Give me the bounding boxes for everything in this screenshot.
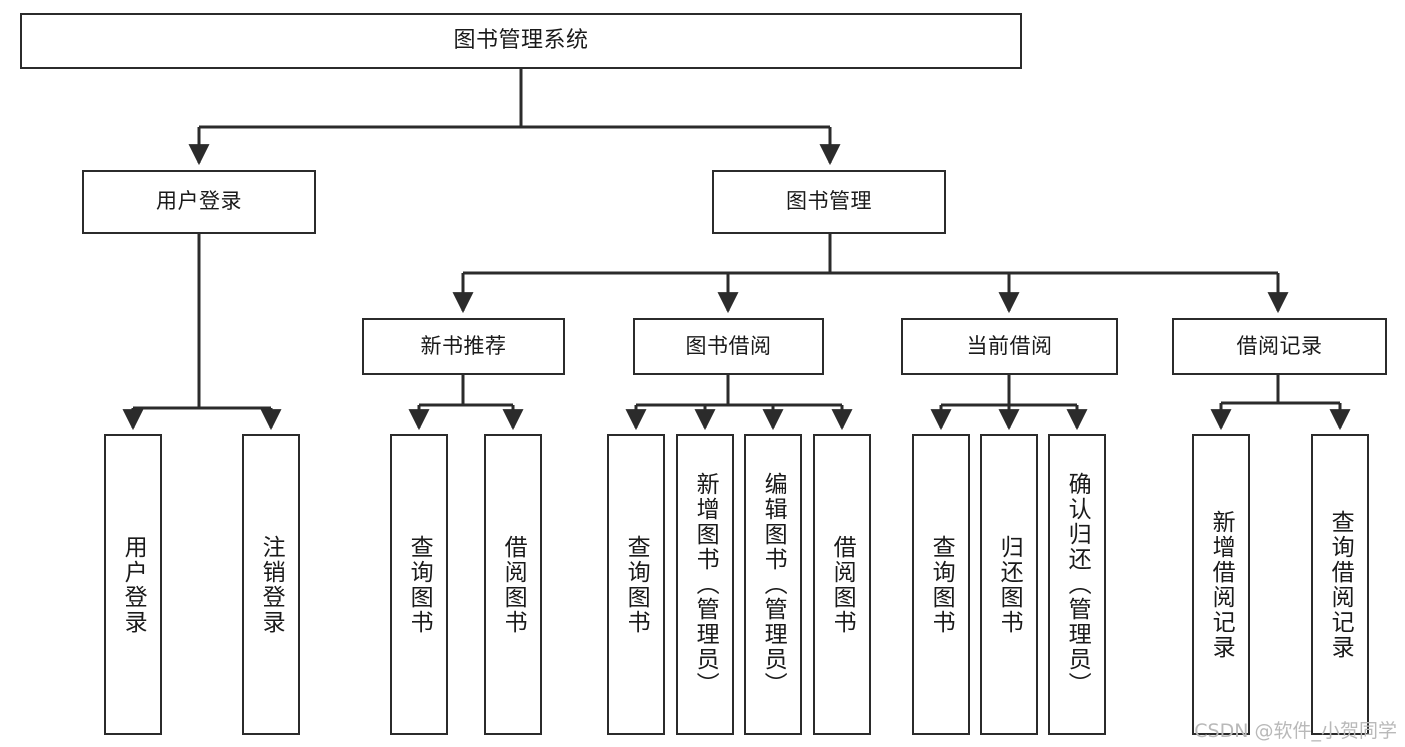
node-label: 查询图书 — [406, 534, 433, 635]
node-label: 归还图书 — [996, 534, 1023, 635]
leaf-current-borrow-return[interactable]: 归还图书 — [980, 434, 1038, 735]
leaf-book-borrow-borrow[interactable]: 借阅图书 — [813, 434, 871, 735]
leaf-current-borrow-query[interactable]: 查询图书 — [912, 434, 970, 735]
node-book-borrow[interactable]: 图书借阅 — [633, 318, 824, 375]
node-root-system[interactable]: 图书管理系统 — [20, 13, 1022, 69]
leaf-new-book-borrow[interactable]: 借阅图书 — [484, 434, 542, 735]
node-user-login[interactable]: 用户登录 — [82, 170, 316, 234]
node-label: 图书借阅 — [685, 333, 772, 358]
node-label: 查询图书 — [928, 534, 955, 635]
node-label: 图书管理 — [786, 189, 872, 214]
node-label: 图书管理系统 — [453, 27, 589, 53]
node-label: 查询借阅记录 — [1327, 509, 1354, 660]
node-label: 借阅图书 — [829, 534, 856, 635]
node-label: 用户登录 — [156, 189, 242, 214]
leaf-current-borrow-confirm[interactable]: 确认归还（管理员） — [1048, 434, 1106, 735]
node-new-book-recommend[interactable]: 新书推荐 — [362, 318, 565, 375]
node-label: 注销登录 — [258, 534, 285, 635]
node-label: 新增借阅记录 — [1208, 509, 1235, 660]
node-label: 用户登录 — [120, 534, 147, 635]
leaf-borrow-record-query[interactable]: 查询借阅记录 — [1311, 434, 1369, 735]
node-label: 借阅记录 — [1236, 333, 1323, 358]
leaf-book-borrow-query[interactable]: 查询图书 — [607, 434, 665, 735]
leaf-user-login-login[interactable]: 用户登录 — [104, 434, 162, 735]
leaf-book-borrow-edit[interactable]: 编辑图书（管理员） — [744, 434, 802, 735]
node-label: 新书推荐 — [420, 333, 507, 358]
node-current-borrow[interactable]: 当前借阅 — [901, 318, 1118, 375]
node-label: 查询图书 — [623, 534, 650, 635]
node-borrow-record[interactable]: 借阅记录 — [1172, 318, 1387, 375]
node-book-management[interactable]: 图书管理 — [712, 170, 946, 234]
node-label: 借阅图书 — [500, 534, 527, 635]
leaf-borrow-record-add[interactable]: 新增借阅记录 — [1192, 434, 1250, 735]
leaf-new-book-query[interactable]: 查询图书 — [390, 434, 448, 735]
node-label: 确认归还（管理员） — [1064, 472, 1091, 697]
node-label: 新增图书（管理员） — [692, 472, 719, 697]
node-label: 当前借阅 — [966, 333, 1053, 358]
node-label: 编辑图书（管理员） — [760, 472, 787, 697]
leaf-user-login-logout[interactable]: 注销登录 — [242, 434, 300, 735]
leaf-book-borrow-add[interactable]: 新增图书（管理员） — [676, 434, 734, 735]
